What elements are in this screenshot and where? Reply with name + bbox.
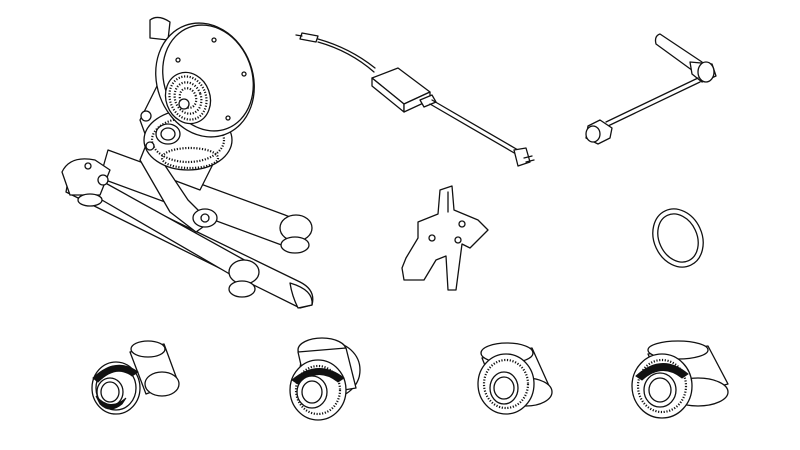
quick-release-skewer-icon [585, 33, 717, 145]
axle-adapter-wide-icon [631, 340, 729, 419]
axle-adapter-long-icon [91, 340, 180, 415]
axle-adapter-short-icon [477, 342, 553, 415]
spacer-ring-icon [652, 208, 704, 268]
mounting-bracket-icon [401, 185, 489, 291]
axle-adapter-stepped-icon [289, 337, 361, 421]
power-adapter-cord-icon [295, 32, 535, 167]
direct-drive-trainer-icon [61, 16, 314, 309]
